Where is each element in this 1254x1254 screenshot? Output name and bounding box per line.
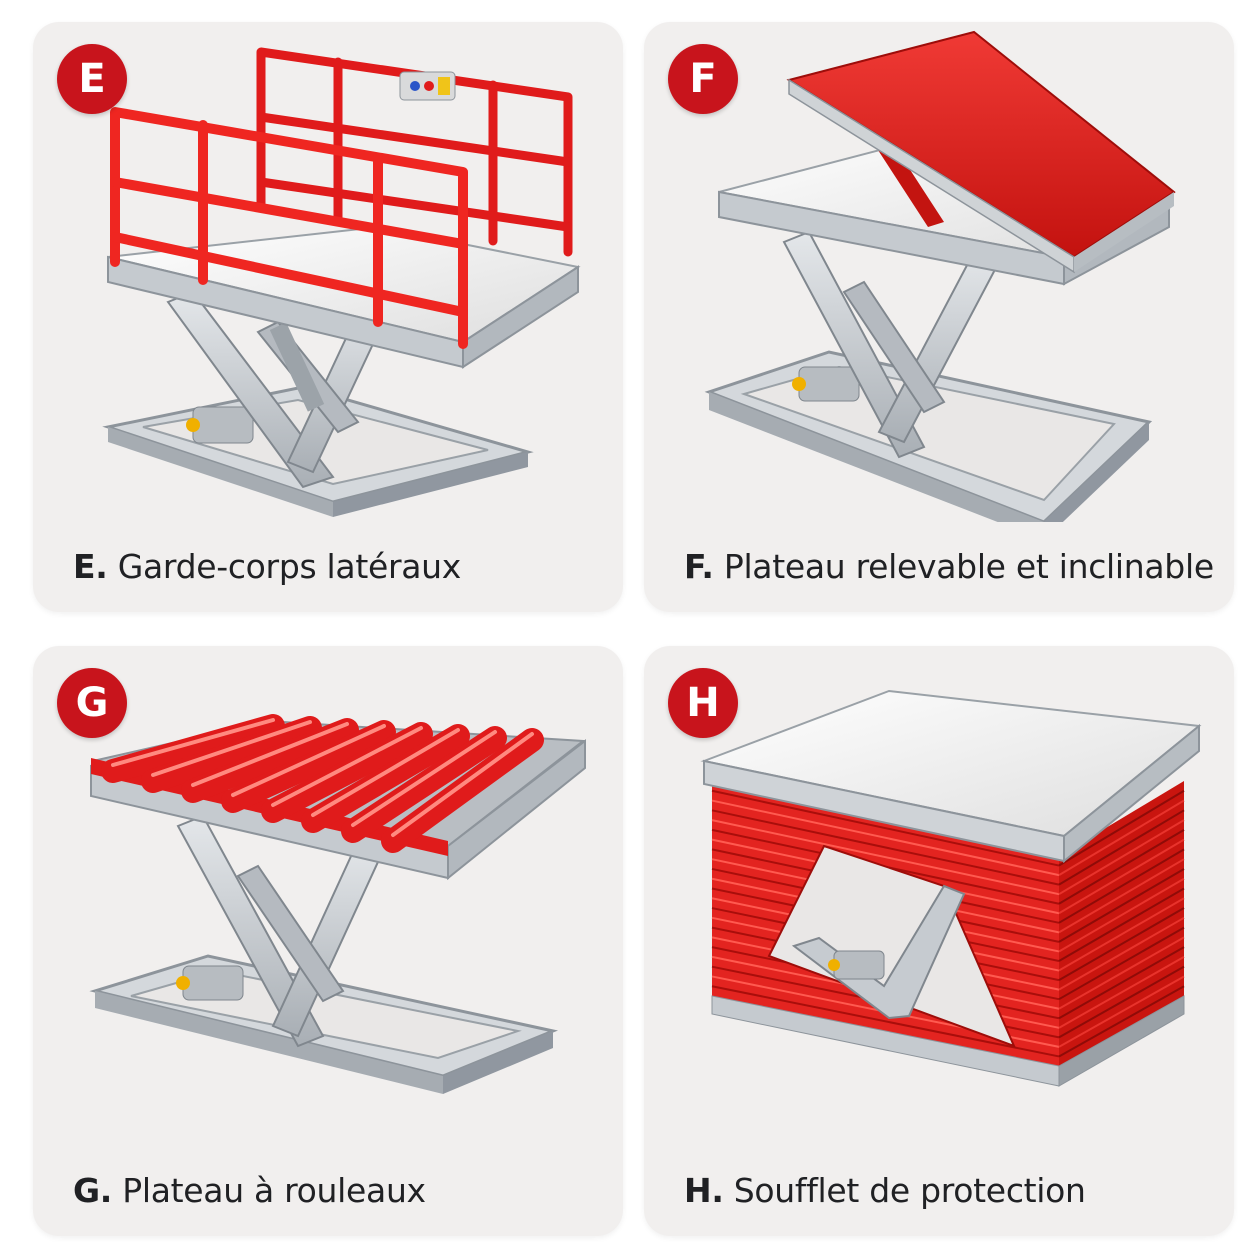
roller bbox=[141, 716, 322, 793]
roller bbox=[261, 722, 433, 823]
roller bbox=[381, 728, 544, 853]
caption-h-letter: H. bbox=[684, 1171, 724, 1210]
bellows-fold bbox=[1058, 809, 1185, 886]
roller-highlight bbox=[391, 732, 534, 837]
bellows-fold bbox=[1058, 848, 1185, 924]
caption-h-text: Soufflet de protection bbox=[733, 1171, 1086, 1210]
bellows-fold bbox=[711, 819, 1060, 896]
bellows-fold bbox=[711, 789, 1060, 867]
roller-highlight bbox=[311, 728, 460, 817]
bellows-fold bbox=[1058, 897, 1185, 972]
lift-table-side-guardrails-icon bbox=[102, 47, 581, 517]
bellows-fold bbox=[1058, 985, 1185, 1058]
roller bbox=[221, 720, 396, 813]
roller-set bbox=[101, 714, 544, 853]
bellows-fold bbox=[1058, 838, 1185, 915]
caption-g-text: Plateau à rouleaux bbox=[122, 1171, 426, 1210]
roller-highlight bbox=[351, 730, 497, 827]
bellows-fold bbox=[1058, 887, 1185, 962]
bellows-fold bbox=[711, 809, 1060, 886]
caption-e: E. Garde-corps latéraux bbox=[73, 547, 461, 586]
bellows-fold bbox=[1058, 789, 1185, 867]
roller bbox=[101, 714, 285, 783]
panel-h: H H. Soufflet de protection bbox=[644, 646, 1234, 1236]
bellows-fold bbox=[1058, 965, 1185, 1039]
caption-h: H. Soufflet de protection bbox=[684, 1171, 1086, 1210]
panel-e: E E. Garde-corps latéraux bbox=[33, 22, 623, 612]
roller-highlight bbox=[191, 722, 349, 787]
bellows-fold bbox=[1058, 926, 1185, 1001]
bellows-fold bbox=[711, 799, 1060, 877]
badge-f: F bbox=[668, 44, 738, 114]
bellows-fold bbox=[1058, 975, 1185, 1048]
caption-f-letter: F. bbox=[684, 547, 714, 586]
bellows-fold bbox=[1058, 799, 1185, 876]
bellows-fold bbox=[1058, 907, 1185, 981]
caption-e-letter: E. bbox=[73, 547, 108, 586]
panel-g: G G. Plateau à rouleaux bbox=[33, 646, 623, 1236]
bellows-fold bbox=[1058, 956, 1185, 1029]
bellows-fold bbox=[1058, 858, 1185, 934]
roller-highlight bbox=[111, 718, 275, 767]
bellows-fold bbox=[1058, 946, 1185, 1020]
badge-e: E bbox=[57, 44, 127, 114]
bellows-fold bbox=[711, 985, 1060, 1058]
roller bbox=[181, 718, 359, 803]
badge-h: H bbox=[668, 668, 738, 738]
bellows-fold bbox=[1058, 868, 1185, 943]
lift-table-roller-plate-icon bbox=[89, 714, 586, 1094]
bellows-fold bbox=[1058, 819, 1185, 896]
roller-highlight bbox=[151, 720, 312, 777]
caption-f: F. Plateau relevable et inclinable bbox=[684, 547, 1214, 586]
roller bbox=[341, 726, 507, 843]
bellows-fold bbox=[1058, 936, 1185, 1010]
caption-g: G. Plateau à rouleaux bbox=[73, 1171, 426, 1210]
caption-g-letter: G. bbox=[73, 1171, 113, 1210]
panel-f: F F. Plateau relevable et inclinable bbox=[644, 22, 1234, 612]
bellows-fold bbox=[1058, 877, 1185, 953]
caption-e-text: Garde-corps latéraux bbox=[117, 547, 462, 586]
roller-highlight bbox=[271, 726, 423, 807]
lift-table-protective-bellows-icon bbox=[700, 689, 1202, 1087]
lift-table-tilting-plate-icon bbox=[704, 30, 1176, 522]
roller bbox=[301, 724, 470, 833]
bellows-fold bbox=[1058, 829, 1185, 905]
caption-f-text: Plateau relevable et inclinable bbox=[723, 547, 1214, 586]
badge-g: G bbox=[57, 668, 127, 738]
bellows-fold bbox=[1058, 916, 1185, 991]
roller-highlight bbox=[231, 724, 386, 797]
